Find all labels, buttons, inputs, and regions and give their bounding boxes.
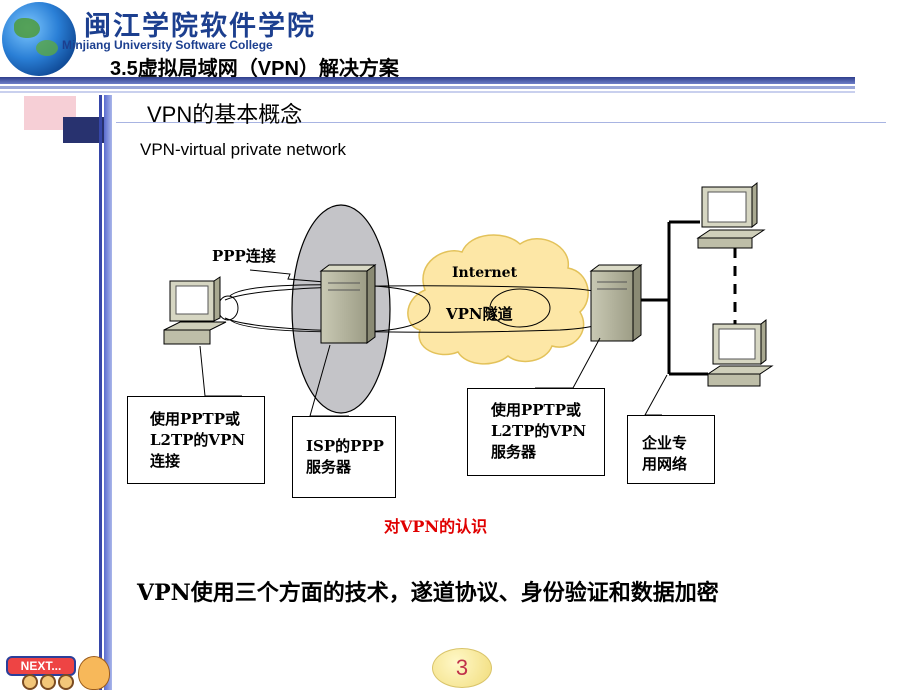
network-computer-icon <box>706 318 774 387</box>
private-network-callout-box: 企业专 用网络 <box>627 415 715 484</box>
globe-landmass <box>36 40 58 56</box>
gear-icon <box>22 674 38 690</box>
page-number: 3 <box>432 648 492 688</box>
ppp-connection-tube <box>227 284 431 333</box>
internet-cloud <box>407 234 589 365</box>
school-name-english: Minjiang University Software College <box>62 38 273 52</box>
school-name-chinese: 闽江学院软件学院 <box>84 11 316 42</box>
globe-landmass <box>14 18 40 38</box>
slide-title: 3.5虚拟局域网（VPN）解决方案 <box>110 58 399 80</box>
college-logo-globe <box>2 2 76 76</box>
callout-line: ISP的PPP <box>306 437 384 455</box>
decor-vertical-bar-gradient <box>104 95 112 690</box>
isp-callout-box: ISP的PPP 服务器 <box>292 416 396 498</box>
header-band-lighter <box>0 91 855 93</box>
chick-mascot-icon <box>78 656 110 690</box>
diagram-caption: 对VPN的认识 <box>384 517 488 536</box>
callout-line: 企业专 <box>642 434 688 452</box>
vpn-tunnel-end <box>489 288 551 328</box>
summary-text: VPN使用三个方面的技术，遂道协议、身份验证和数据加密 <box>137 580 719 606</box>
callout-line: L2TP的VPN <box>150 431 246 449</box>
vpn-server-callout-box: 使用PPTP或 L2TP的VPN 服务器 <box>467 388 605 476</box>
header-band <box>0 77 855 84</box>
callout-pointer <box>644 374 668 416</box>
callout-line: 使用PPTP或 <box>491 401 582 419</box>
callout-line: 连接 <box>150 452 181 470</box>
header-band-light <box>0 86 855 89</box>
private-network-lines <box>641 220 737 376</box>
ppp-tube-end <box>217 295 239 321</box>
ppp-connection-label: PPP连接 <box>212 247 276 265</box>
gear-icon <box>58 674 74 690</box>
next-button[interactable]: NEXT... <box>6 656 76 676</box>
isp-server-icon <box>319 264 377 344</box>
vpn-definition: VPN-virtual private network <box>140 140 346 159</box>
section-underline <box>116 122 886 123</box>
callout-line: 服务器 <box>306 458 352 476</box>
callout-pointer <box>199 345 242 397</box>
decor-navy-block <box>63 117 111 143</box>
vpn-server-icon <box>589 264 643 342</box>
callout-line: 使用PPTP或 <box>150 410 241 428</box>
ppp-link-line <box>249 269 326 283</box>
network-computer-icon <box>696 181 766 249</box>
callout-line: 用网络 <box>642 455 688 473</box>
decor-vertical-bar <box>99 95 102 690</box>
vpn-tunnel-label: VPN隧道 <box>446 305 513 323</box>
callout-line: 服务器 <box>491 443 537 461</box>
section-title: VPN的基本概念 <box>147 102 303 127</box>
gear-icon <box>40 674 56 690</box>
internet-label: Internet <box>452 265 518 281</box>
client-callout-box: 使用PPTP或 L2TP的VPN 连接 <box>127 396 265 484</box>
client-computer-icon <box>163 276 227 345</box>
callout-line: L2TP的VPN <box>491 422 587 440</box>
